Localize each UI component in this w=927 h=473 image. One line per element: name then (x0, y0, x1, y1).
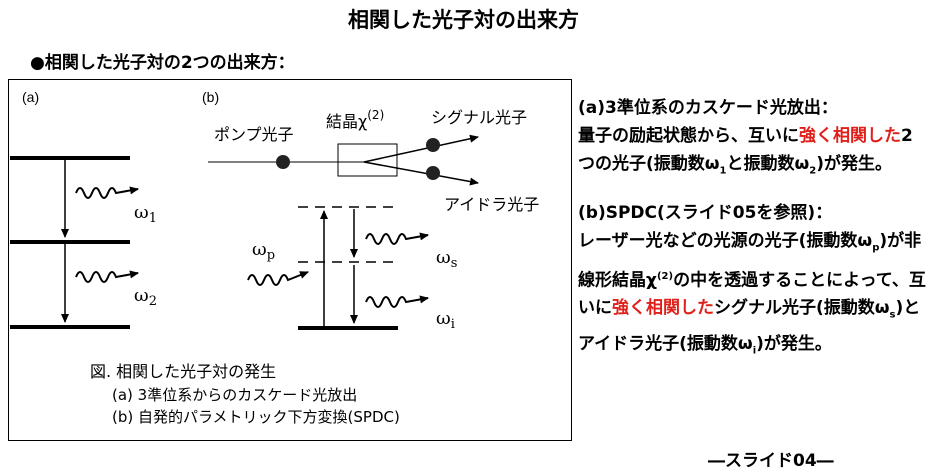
photon-pair-figure: (a) ω1 ω2 (b) ポンプ光子 結晶χ(2) シグナル光子 アイドラ光子… (8, 79, 572, 441)
slide-subtitle: ●相関した光子対の2つの出来方： (30, 53, 295, 73)
highlight-strong-correlation: 強く相関した (612, 298, 714, 319)
omega-s-label: ωs (436, 247, 457, 271)
slide-title: 相関した光子対の出来方 (348, 8, 579, 32)
explanation-a: (a)3準位系のカスケード光放出： 量子の励起状態から、互いに強く相関した2つの… (578, 98, 913, 177)
idler-beam (363, 161, 479, 186)
nonlinear-crystal (337, 143, 398, 177)
figure-caption-a: (a) 3準位系からのカスケード光放出 (112, 386, 357, 404)
highlight-strong-correlation: 強く相関した (799, 126, 901, 146)
explanation-b: (b)SPDC(スライド05を参照)： レーザー光などの光源の光子(振動数ωp)… (578, 203, 926, 357)
signal-photon-label: シグナル光子 (431, 108, 527, 127)
explanation-panel: (a)3準位系のカスケード光放出： 量子の励起状態から、互いに強く相関した2つの… (578, 94, 926, 379)
idler-wave (365, 295, 429, 308)
omega2-label: ω2 (134, 285, 157, 309)
photon-wave-omega1 (75, 186, 139, 199)
slide-number-footer: ―スライド04― (708, 451, 834, 471)
omega-p-label: ωp (252, 239, 275, 263)
pump-photon (276, 155, 290, 169)
idler-photon (426, 166, 440, 180)
omega1-label: ω1 (134, 202, 157, 226)
figure-caption-b: (b) 自発的パラメトリック下方変換(SPDC) (112, 408, 400, 426)
figure-caption-title: 図. 相関した光子対の発生 (90, 362, 276, 381)
panel-a-label: (a) (22, 89, 39, 105)
omega-i-label: ωi (436, 308, 455, 332)
pump-wave (247, 271, 309, 286)
pump-photon-label: ポンプ光子 (214, 125, 294, 144)
photon-wave-omega2 (75, 270, 139, 283)
signal-photon (426, 138, 440, 152)
signal-wave (365, 232, 429, 245)
idler-photon-label: アイドラ光子 (444, 195, 539, 214)
signal-beam (363, 134, 479, 163)
panel-b-label: (b) (202, 89, 219, 105)
crystal-label: 結晶χ(2) (326, 108, 384, 131)
